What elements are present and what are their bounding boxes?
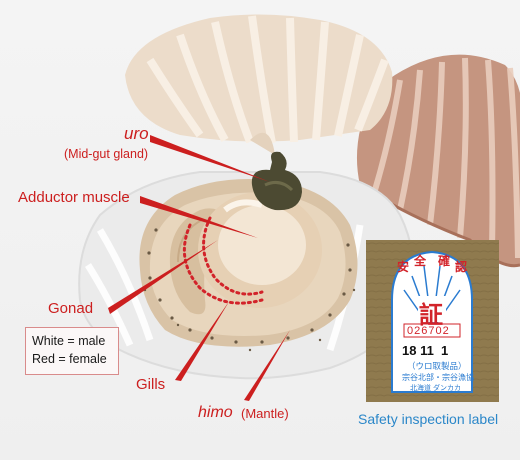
legend-red-female: Red = female bbox=[32, 352, 107, 366]
label-maker: 北海道 ダンカカ bbox=[410, 385, 461, 392]
gills-label: Gills bbox=[136, 376, 166, 393]
himo-label: himo bbox=[198, 404, 233, 421]
himo-sublabel: (Mantle) bbox=[241, 406, 289, 421]
inspection-label-caption: Safety inspection label bbox=[358, 411, 499, 427]
leader-lines bbox=[108, 135, 290, 401]
lower-shell bbox=[78, 151, 415, 380]
label-char-an: 安 bbox=[397, 260, 410, 274]
label-association: 宗谷北部・宗谷漁協 bbox=[402, 373, 474, 382]
label-date: 18 11 1 bbox=[402, 343, 449, 358]
brown-shell bbox=[357, 54, 520, 268]
label-product: （ウロ取製品） bbox=[407, 361, 467, 371]
legend-white-male: White = male bbox=[32, 334, 106, 348]
uro-label: uro bbox=[124, 124, 149, 143]
label-char-nin: 認 bbox=[455, 260, 468, 274]
gonad-label: Gonad bbox=[48, 300, 94, 317]
label-center-char: 証 bbox=[419, 302, 443, 329]
upper-shell bbox=[125, 14, 393, 155]
label-serial-number: 026702 bbox=[407, 325, 450, 337]
gonad-legend-box: White = male Red = female bbox=[25, 327, 119, 375]
inspection-label-photo bbox=[366, 240, 499, 402]
label-char-kaku: 確 bbox=[438, 254, 451, 268]
uro-sublabel: (Mid-gut gland) bbox=[64, 147, 149, 161]
adductor-muscle-label: Adductor muscle bbox=[18, 189, 130, 206]
label-char-zen: 全 bbox=[414, 254, 427, 268]
